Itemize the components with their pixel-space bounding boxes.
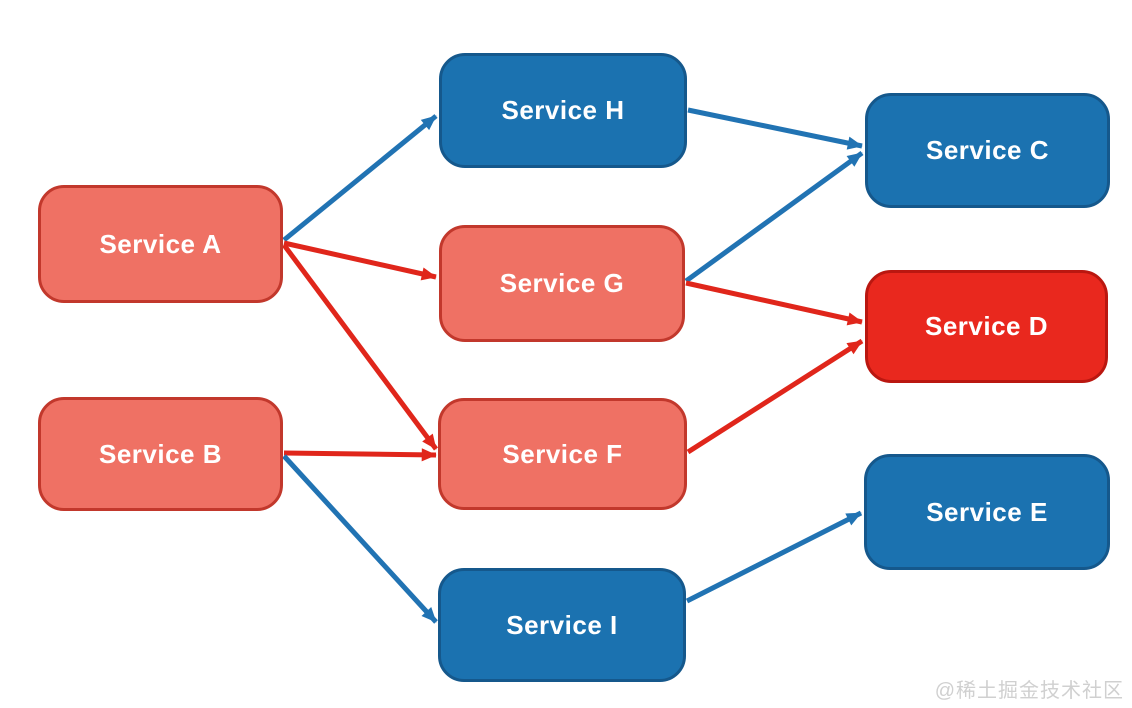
node-label: Service B [98,438,223,469]
node-service-i: Service I [438,568,686,682]
node-label: Service D [924,311,1049,341]
watermark: @稀土掘金技术社区 [934,680,1124,702]
node-label: Service I [506,609,618,640]
node-service-e: Service E [864,454,1110,570]
node-service-h: Service H [439,53,687,168]
node-service-f: Service F [438,398,687,510]
node-label: Service G [499,268,625,298]
node-label: Service A [99,228,222,259]
node-service-c: Service C [865,93,1110,208]
node-label: Service C [925,135,1050,165]
node-service-a: Service A [38,185,283,303]
node-service-g: Service G [439,225,685,342]
node-label: Service H [501,95,625,125]
node-service-d: Service D [865,270,1108,383]
node-label: Service E [926,496,1048,527]
node-service-b: Service B [38,397,283,511]
node-label: Service F [502,438,623,469]
